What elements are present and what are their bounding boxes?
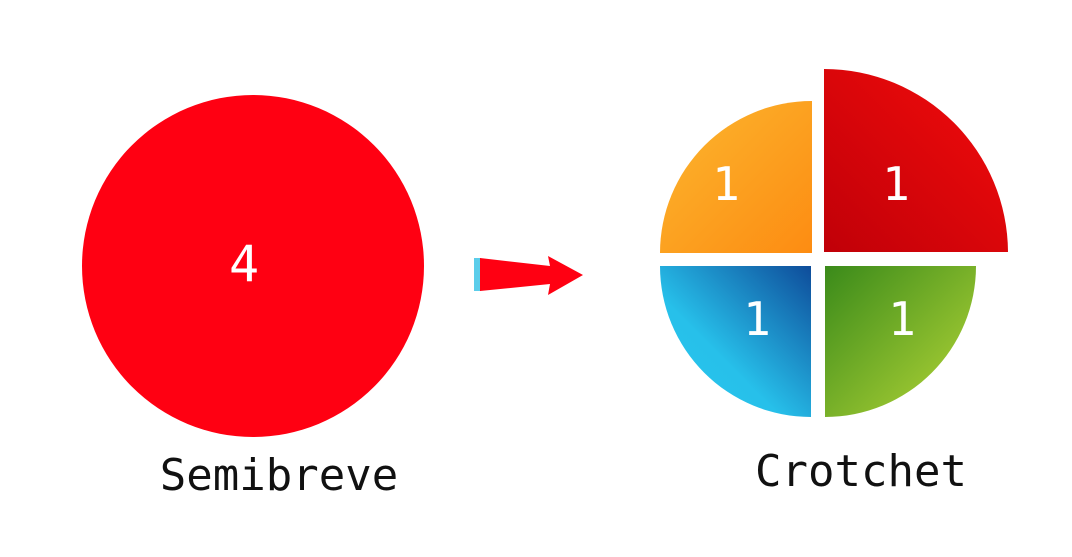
quarter-top-left-value: 1 bbox=[712, 157, 740, 211]
quarter-top-left bbox=[660, 101, 812, 253]
quarter-bottom-left-value: 1 bbox=[743, 292, 771, 346]
semibreve-group: 4 Semibreve bbox=[82, 95, 424, 501]
semibreve-circle bbox=[82, 95, 424, 437]
arrow-icon bbox=[474, 256, 583, 295]
semibreve-label: Semibreve bbox=[160, 450, 398, 501]
quarter-top-right bbox=[824, 69, 1008, 252]
semibreve-value: 4 bbox=[229, 235, 259, 293]
quarter-bottom-right-value: 1 bbox=[888, 292, 916, 346]
quarter-bottom-left bbox=[660, 266, 811, 417]
quarter-top-right-value: 1 bbox=[882, 157, 910, 211]
crotchet-label: Crotchet bbox=[755, 446, 967, 497]
quarter-bottom-right bbox=[825, 266, 976, 417]
crotchet-group: 1 1 1 1 Crotchet bbox=[660, 69, 1008, 497]
